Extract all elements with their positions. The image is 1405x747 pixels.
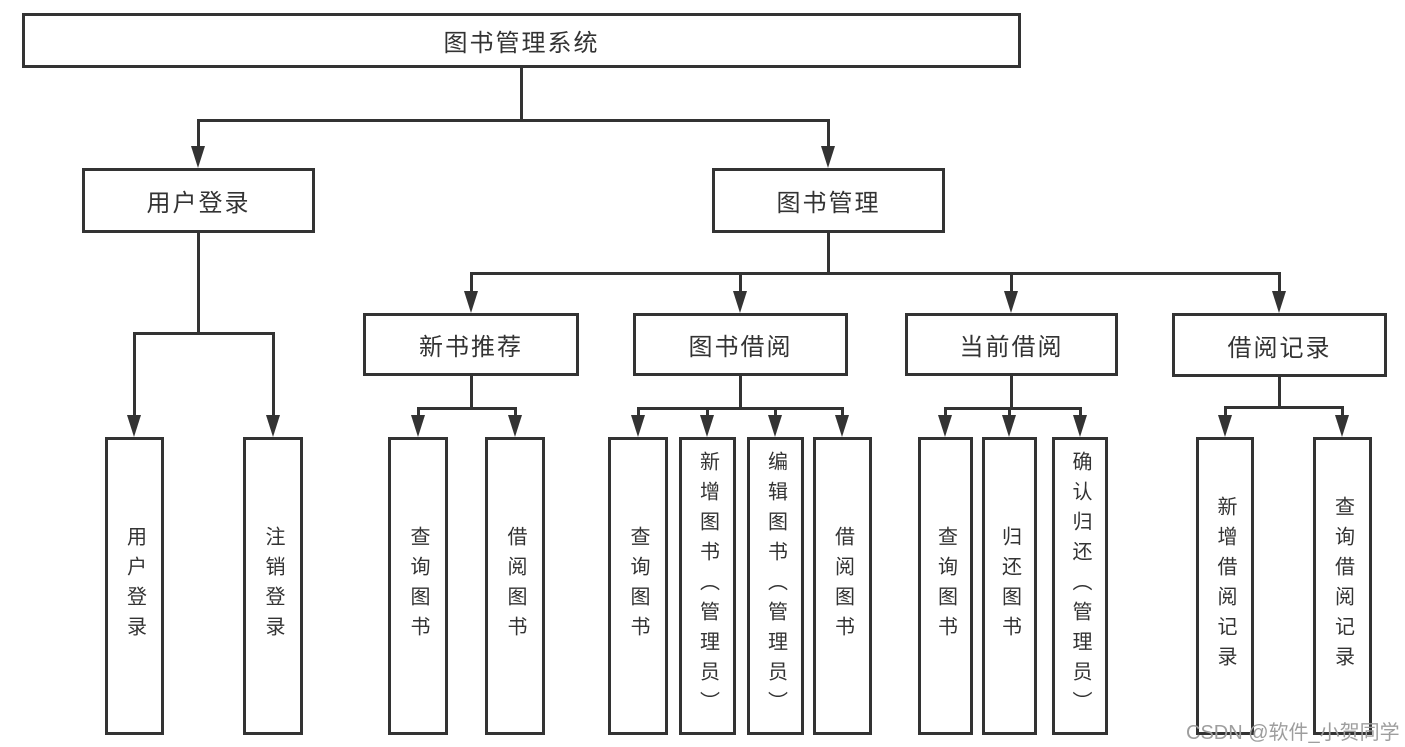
arrow-down-icon [1335,415,1349,437]
leaf-query-books-borrowing: 查询图书 [608,437,668,735]
connector-line [417,407,420,417]
arrow-down-icon [1218,415,1232,437]
arrow-down-icon [768,415,782,437]
node-current-borrowing-label: 当前借阅 [959,334,1064,361]
node-new-book-recommendation: 新书推荐 [363,313,579,376]
leaf-add-books-admin: 新增图书（管理员） [679,437,736,735]
connector-line [197,233,200,334]
node-book-management-label: 图书管理 [776,190,881,217]
connector-line [637,407,640,417]
leaf-query-books-recommend: 查询图书 [388,437,448,735]
connector-line [774,407,777,417]
leaf-logout-label: 注销登录 [262,526,284,646]
connector-line [827,119,830,148]
connector-line [944,407,947,417]
leaf-return-books: 归还图书 [982,437,1037,735]
connector-line [1278,272,1281,293]
connector-line [1224,406,1227,417]
connector-line [520,68,523,121]
connector-line [827,233,830,274]
connector-line [133,332,274,335]
connector-line [706,407,709,417]
arrow-down-icon [1073,415,1087,437]
leaf-add-books-admin-label: 新增图书（管理员） [696,451,719,721]
connector-line [133,332,136,417]
connector-line [197,119,830,122]
leaf-query-borrow-record-label: 查询借阅记录 [1331,496,1354,676]
node-book-management: 图书管理 [712,168,945,233]
connector-line [637,407,842,410]
node-root: 图书管理系统 [22,13,1021,68]
leaf-confirm-return-admin: 确认归还（管理员） [1052,437,1108,735]
leaf-edit-books-admin-label: 编辑图书（管理员） [764,451,787,721]
connector-line [470,272,473,293]
connector-line [1224,406,1344,409]
connector-line [1008,407,1011,417]
arrow-down-icon [1272,291,1286,313]
connector-line [514,407,517,417]
connector-line [739,376,742,409]
arrow-down-icon [821,146,835,168]
leaf-borrow-books-recommend: 借阅图书 [485,437,545,735]
arrow-down-icon [266,415,280,437]
connector-line [944,407,1081,410]
arrow-down-icon [1004,291,1018,313]
connector-line [1341,406,1344,417]
connector-line [1010,272,1013,293]
arrow-down-icon [835,415,849,437]
arrow-down-icon [508,415,522,437]
arrow-down-icon [733,291,747,313]
leaf-query-books-recommend-label: 查询图书 [407,526,429,646]
leaf-query-borrow-record: 查询借阅记录 [1313,437,1372,735]
connector-line [417,407,516,410]
node-current-borrowing: 当前借阅 [905,313,1118,376]
connector-line [197,119,200,148]
node-book-borrowing: 图书借阅 [633,313,848,376]
node-borrowing-records: 借阅记录 [1172,313,1387,377]
leaf-confirm-return-admin-label: 确认归还（管理员） [1069,451,1091,721]
connector-line [1278,377,1281,408]
leaf-user-login-label: 用户登录 [123,526,146,646]
connector-line [470,376,473,409]
leaf-borrow-books: 借阅图书 [813,437,872,735]
connector-line [470,272,1280,275]
csdn-watermark: CSDN @软件_小贺同学 [1186,722,1400,744]
node-user-login-label: 用户登录 [146,190,251,217]
leaf-edit-books-admin: 编辑图书（管理员） [747,437,804,735]
leaf-logout: 注销登录 [243,437,303,735]
arrow-down-icon [191,146,205,168]
arrow-down-icon [1002,415,1016,437]
leaf-query-books-current: 查询图书 [918,437,973,735]
arrow-down-icon [127,415,141,437]
leaf-query-books-current-label: 查询图书 [934,526,957,646]
connector-line [272,332,275,417]
node-new-book-recommendation-label: 新书推荐 [419,334,523,361]
leaf-borrow-books-recommend-label: 借阅图书 [504,526,526,646]
connector-line [841,407,844,417]
node-root-label: 图书管理系统 [443,30,600,57]
arrow-down-icon [411,415,425,437]
leaf-user-login: 用户登录 [105,437,164,735]
connector-line [739,272,742,293]
node-user-login: 用户登录 [82,168,315,233]
leaf-borrow-books-label: 借阅图书 [831,526,854,646]
leaf-add-borrow-record: 新增借阅记录 [1196,437,1254,735]
connector-line [1010,376,1013,409]
connector-line [1079,407,1082,417]
arrow-down-icon [700,415,714,437]
arrow-down-icon [464,291,478,313]
leaf-query-books-borrowing-label: 查询图书 [627,526,649,646]
node-book-borrowing-label: 图书借阅 [688,334,793,361]
arrow-down-icon [938,415,952,437]
leaf-return-books-label: 归还图书 [998,526,1021,646]
arrow-down-icon [631,415,645,437]
leaf-add-borrow-record-label: 新增借阅记录 [1214,496,1236,676]
node-borrowing-records-label: 借阅记录 [1227,334,1332,362]
